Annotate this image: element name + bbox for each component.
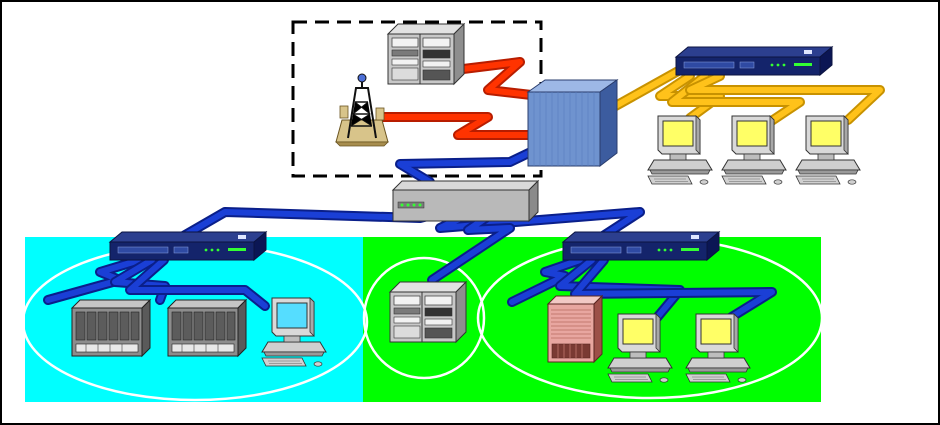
rack-server-2-icon bbox=[168, 300, 246, 356]
top-hub-icon bbox=[676, 47, 832, 75]
router-icon bbox=[393, 181, 538, 221]
right-hub-icon bbox=[563, 232, 719, 260]
rack-server-1-icon bbox=[72, 300, 150, 356]
wan-server-icon bbox=[388, 24, 464, 84]
core-switch-icon bbox=[528, 80, 617, 166]
left-hub-icon bbox=[110, 232, 266, 260]
center-server-icon bbox=[390, 282, 466, 342]
red-server-icon bbox=[548, 296, 602, 362]
